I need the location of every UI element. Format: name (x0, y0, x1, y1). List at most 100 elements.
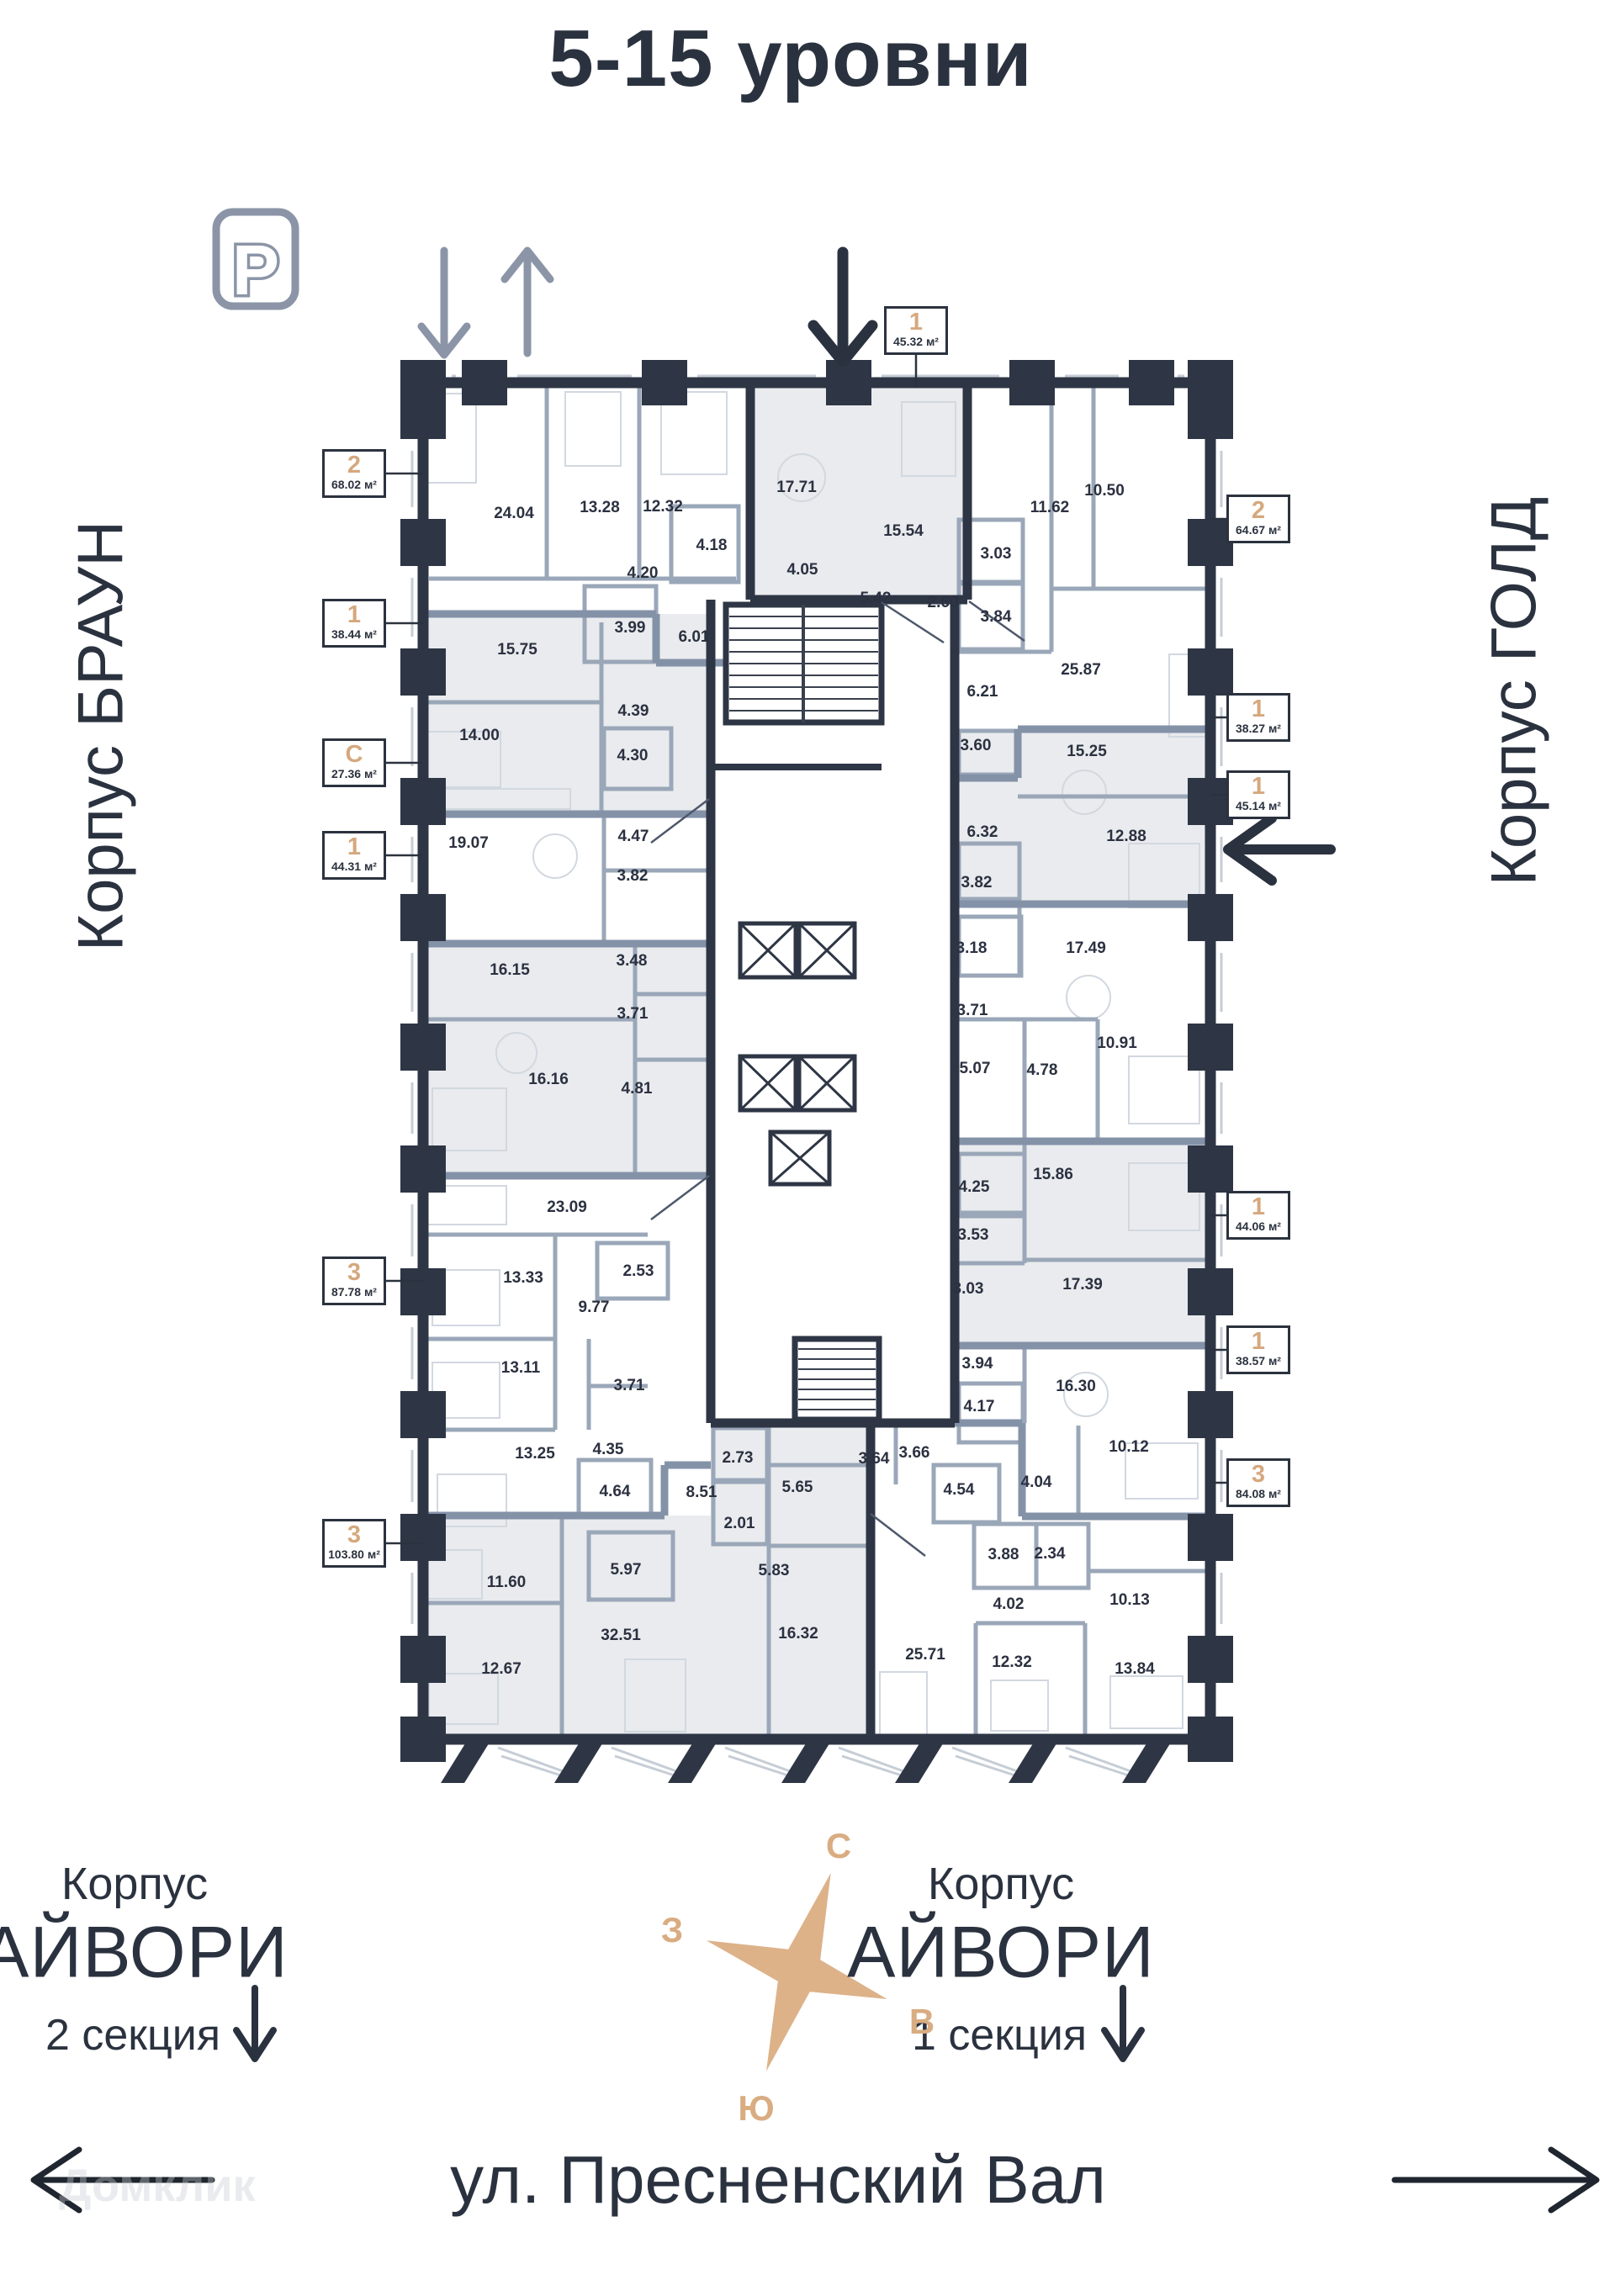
ivory2-korpus-label: Корпус (61, 1859, 209, 1909)
room-area-label: 5.07 (959, 1060, 991, 1077)
room-area-label: 4.20 (627, 564, 659, 582)
room-area-label: 6.01 (678, 628, 710, 646)
room-area-label: 13.25 (515, 1445, 555, 1463)
entrance-down-arrow-icon (808, 246, 878, 368)
room-area-label: 4.25 (958, 1178, 990, 1196)
unit-rooms-count: 1 (1251, 696, 1266, 722)
compass-star-icon (706, 1873, 887, 2071)
room-area-label: 32.51 (601, 1627, 641, 1644)
ramp-down-arrow-icon (417, 246, 471, 359)
room-area-label: 17.39 (1062, 1276, 1103, 1293)
room-area-label: 2.53 (622, 1262, 654, 1280)
compass-north-label: С (825, 1826, 852, 1865)
watermark: Домклик (59, 2161, 256, 2211)
unit-rooms-count: 3 (347, 1521, 362, 1548)
unit-rooms-count: 1 (347, 833, 362, 860)
room-area-label: 10.12 (1109, 1438, 1149, 1456)
room-area-label: 3.53 (957, 1226, 989, 1244)
room-area-label: 5.42 (860, 590, 892, 607)
ivory2-name-label: АЙВОРИ (0, 1912, 289, 1993)
room-area-label: 16.15 (490, 961, 530, 979)
ivory2-down-arrow-icon (233, 1985, 277, 2062)
unit-area: 44.31 м² (331, 860, 377, 873)
room-area-label: 16.30 (1056, 1378, 1096, 1395)
ivory1-name-label: АЙВОРИ (847, 1912, 1155, 1993)
unit-rooms-count: 1 (347, 601, 362, 628)
compass-west-label: З (660, 1910, 684, 1949)
street-right-arrow-icon (1391, 2146, 1600, 2214)
room-area-label: 4.54 (943, 1481, 975, 1499)
room-area-label: 3.82 (961, 874, 993, 891)
room-area-label: 10.13 (1109, 1591, 1150, 1609)
ivory1-korpus-label: Корпус (927, 1859, 1075, 1909)
room-area-label: 3.18 (956, 939, 988, 957)
room-area-label: 3.64 (858, 1450, 890, 1468)
room-partitions (423, 387, 1210, 1738)
ivory1-section-label: 1 секция (911, 2011, 1088, 2060)
unit-area: 64.67 м² (1236, 523, 1281, 537)
room-area-label: 3.71 (956, 1002, 988, 1019)
room-area-label: 13.33 (503, 1269, 543, 1287)
room-area-label: 15.25 (1067, 743, 1107, 760)
room-area-label: 16.32 (778, 1625, 818, 1643)
room-area-label: 12.32 (992, 1653, 1032, 1671)
door-lines (650, 600, 1025, 1557)
room-area-label: 2.73 (722, 1449, 754, 1467)
unit-area: 87.78 м² (331, 1285, 377, 1299)
unit-area: 103.80 м² (328, 1547, 380, 1561)
room-area-label: 2.60 (927, 594, 959, 611)
unit-rooms-count: 3 (1251, 1461, 1266, 1488)
room-area-label: 4.18 (696, 537, 728, 554)
compass-south-label: Ю (738, 2088, 775, 2128)
facade-pillars (400, 360, 1233, 1783)
room-area-label: 13.11 (500, 1359, 541, 1377)
icons-layer: P (30, 208, 1600, 2214)
room-area-label: 25.71 (905, 1646, 945, 1664)
room-area-label: 2.34 (1034, 1545, 1066, 1563)
unit-divider-walls (423, 610, 1210, 1521)
core-stairs-elevators (723, 601, 885, 1423)
ivory2-section-label: 2 секция (45, 2011, 221, 2060)
room-area-label: 17.49 (1066, 939, 1106, 957)
unit-rooms-count: 1 (908, 309, 924, 336)
unit-area: 68.02 м² (331, 478, 377, 491)
room-area-label: 13.28 (580, 499, 620, 516)
room-area-label: 4.64 (599, 1483, 631, 1500)
entrance-left-arrow-icon (1223, 813, 1336, 886)
unit-rooms-count: 1 (1251, 773, 1266, 800)
room-area-label: 3.66 (898, 1444, 930, 1462)
room-area-label: 4.47 (617, 828, 649, 845)
room-area-label: 6.32 (966, 823, 998, 841)
street-left-arrow-icon (30, 2146, 215, 2214)
unit-area: 45.32 м² (893, 335, 939, 348)
room-area-label: 6.21 (966, 683, 998, 701)
compass-east-label: В (908, 2002, 935, 2041)
room-area-label: 3.84 (980, 608, 1012, 626)
callout-connectors (386, 355, 1226, 1545)
room-area-label: 5.83 (758, 1562, 790, 1579)
room-area-label: 3.03 (952, 1280, 984, 1298)
room-area-label: 11.60 (486, 1574, 527, 1591)
room-area-label: 3.03 (980, 545, 1012, 563)
unit-area: 84.08 м² (1236, 1487, 1281, 1500)
parking-letter: P (232, 230, 279, 309)
room-area-label: 10.91 (1097, 1034, 1137, 1052)
room-area-label: 5.97 (610, 1561, 642, 1579)
room-area-label: 13.84 (1115, 1660, 1155, 1678)
room-area-label: 16.16 (528, 1071, 569, 1088)
room-area-label: 8.51 (686, 1484, 717, 1501)
